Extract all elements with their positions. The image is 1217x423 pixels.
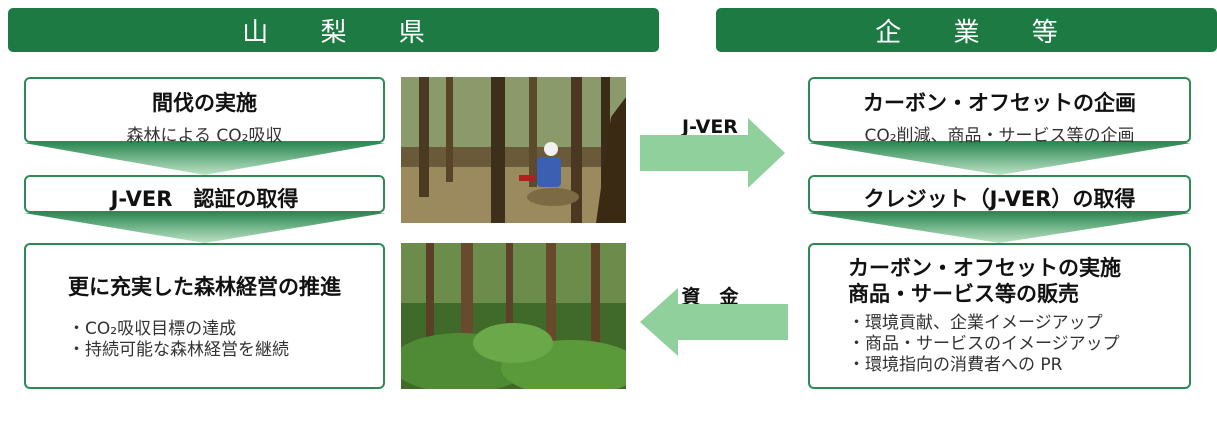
bullet-item: ・商品・サービスのイメージアップ — [848, 334, 1120, 354]
bullet-item: ・環境貢献、企業イメージアップ — [848, 313, 1103, 333]
box-forest-management-title: 更に充実した森林経営の推進 — [68, 275, 341, 299]
arrow-label-funds: 資 金 — [681, 286, 739, 308]
arrow-label-jver: J-VER — [682, 116, 738, 138]
arrow-right — [640, 118, 785, 188]
box-forest-management-bullets: ・CO₂吸収目標の達成 ・持続可能な森林経営を継続 — [68, 319, 383, 361]
header-yamanashi: 山 梨 県 — [8, 8, 659, 52]
funnel-right-1 — [808, 143, 1191, 175]
box-thinning-title: 間伐の実施 — [152, 91, 257, 115]
box-implementation-title-1: カーボン・オフセットの実施 — [848, 256, 1121, 280]
bullet-item: ・CO₂吸収目標の達成 — [68, 319, 237, 339]
box-credit-acquisition: クレジット（J-VER）の取得 — [808, 175, 1191, 213]
box-carbon-offset-plan: カーボン・オフセットの企画 CO₂削減、商品・サービス等の企画 — [808, 77, 1191, 146]
funnel-left-1 — [24, 143, 385, 175]
box-thinning: 間伐の実施 森林による CO₂吸収 — [24, 77, 385, 146]
forest-thinning-photo — [401, 77, 626, 223]
box-jver-certification: J-VER 認証の取得 — [24, 175, 385, 213]
box-carbon-offset-plan-title: カーボン・オフセットの企画 — [863, 91, 1136, 115]
box-forest-management: 更に充実した森林経営の推進 ・CO₂吸収目標の達成 ・持続可能な森林経営を継続 — [24, 243, 385, 389]
box-implementation-bullets: ・環境貢献、企業イメージアップ ・商品・サービスのイメージアップ ・環境指向の消… — [848, 313, 1189, 376]
box-credit-acquisition-title: クレジット（J-VER）の取得 — [863, 187, 1136, 211]
bullet-item: ・環境指向の消費者への PR — [848, 355, 1063, 375]
box-thinning-sub: 森林による CO₂吸収 — [126, 126, 283, 146]
box-jver-certification-title: J-VER 認証の取得 — [110, 187, 299, 211]
box-implementation-title-2: 商品・サービス等の販売 — [848, 282, 1079, 306]
forest-photo — [401, 243, 626, 389]
funnel-right-2 — [808, 213, 1191, 243]
header-companies: 企 業 等 — [716, 8, 1217, 52]
funnel-left-2 — [24, 213, 385, 243]
arrow-left — [640, 288, 788, 356]
bullet-item: ・持続可能な森林経営を継続 — [68, 340, 289, 360]
box-carbon-offset-implementation: カーボン・オフセットの実施 商品・サービス等の販売 ・環境貢献、企業イメージアッ… — [808, 243, 1191, 389]
box-carbon-offset-plan-sub: CO₂削減、商品・サービス等の企画 — [864, 126, 1135, 146]
